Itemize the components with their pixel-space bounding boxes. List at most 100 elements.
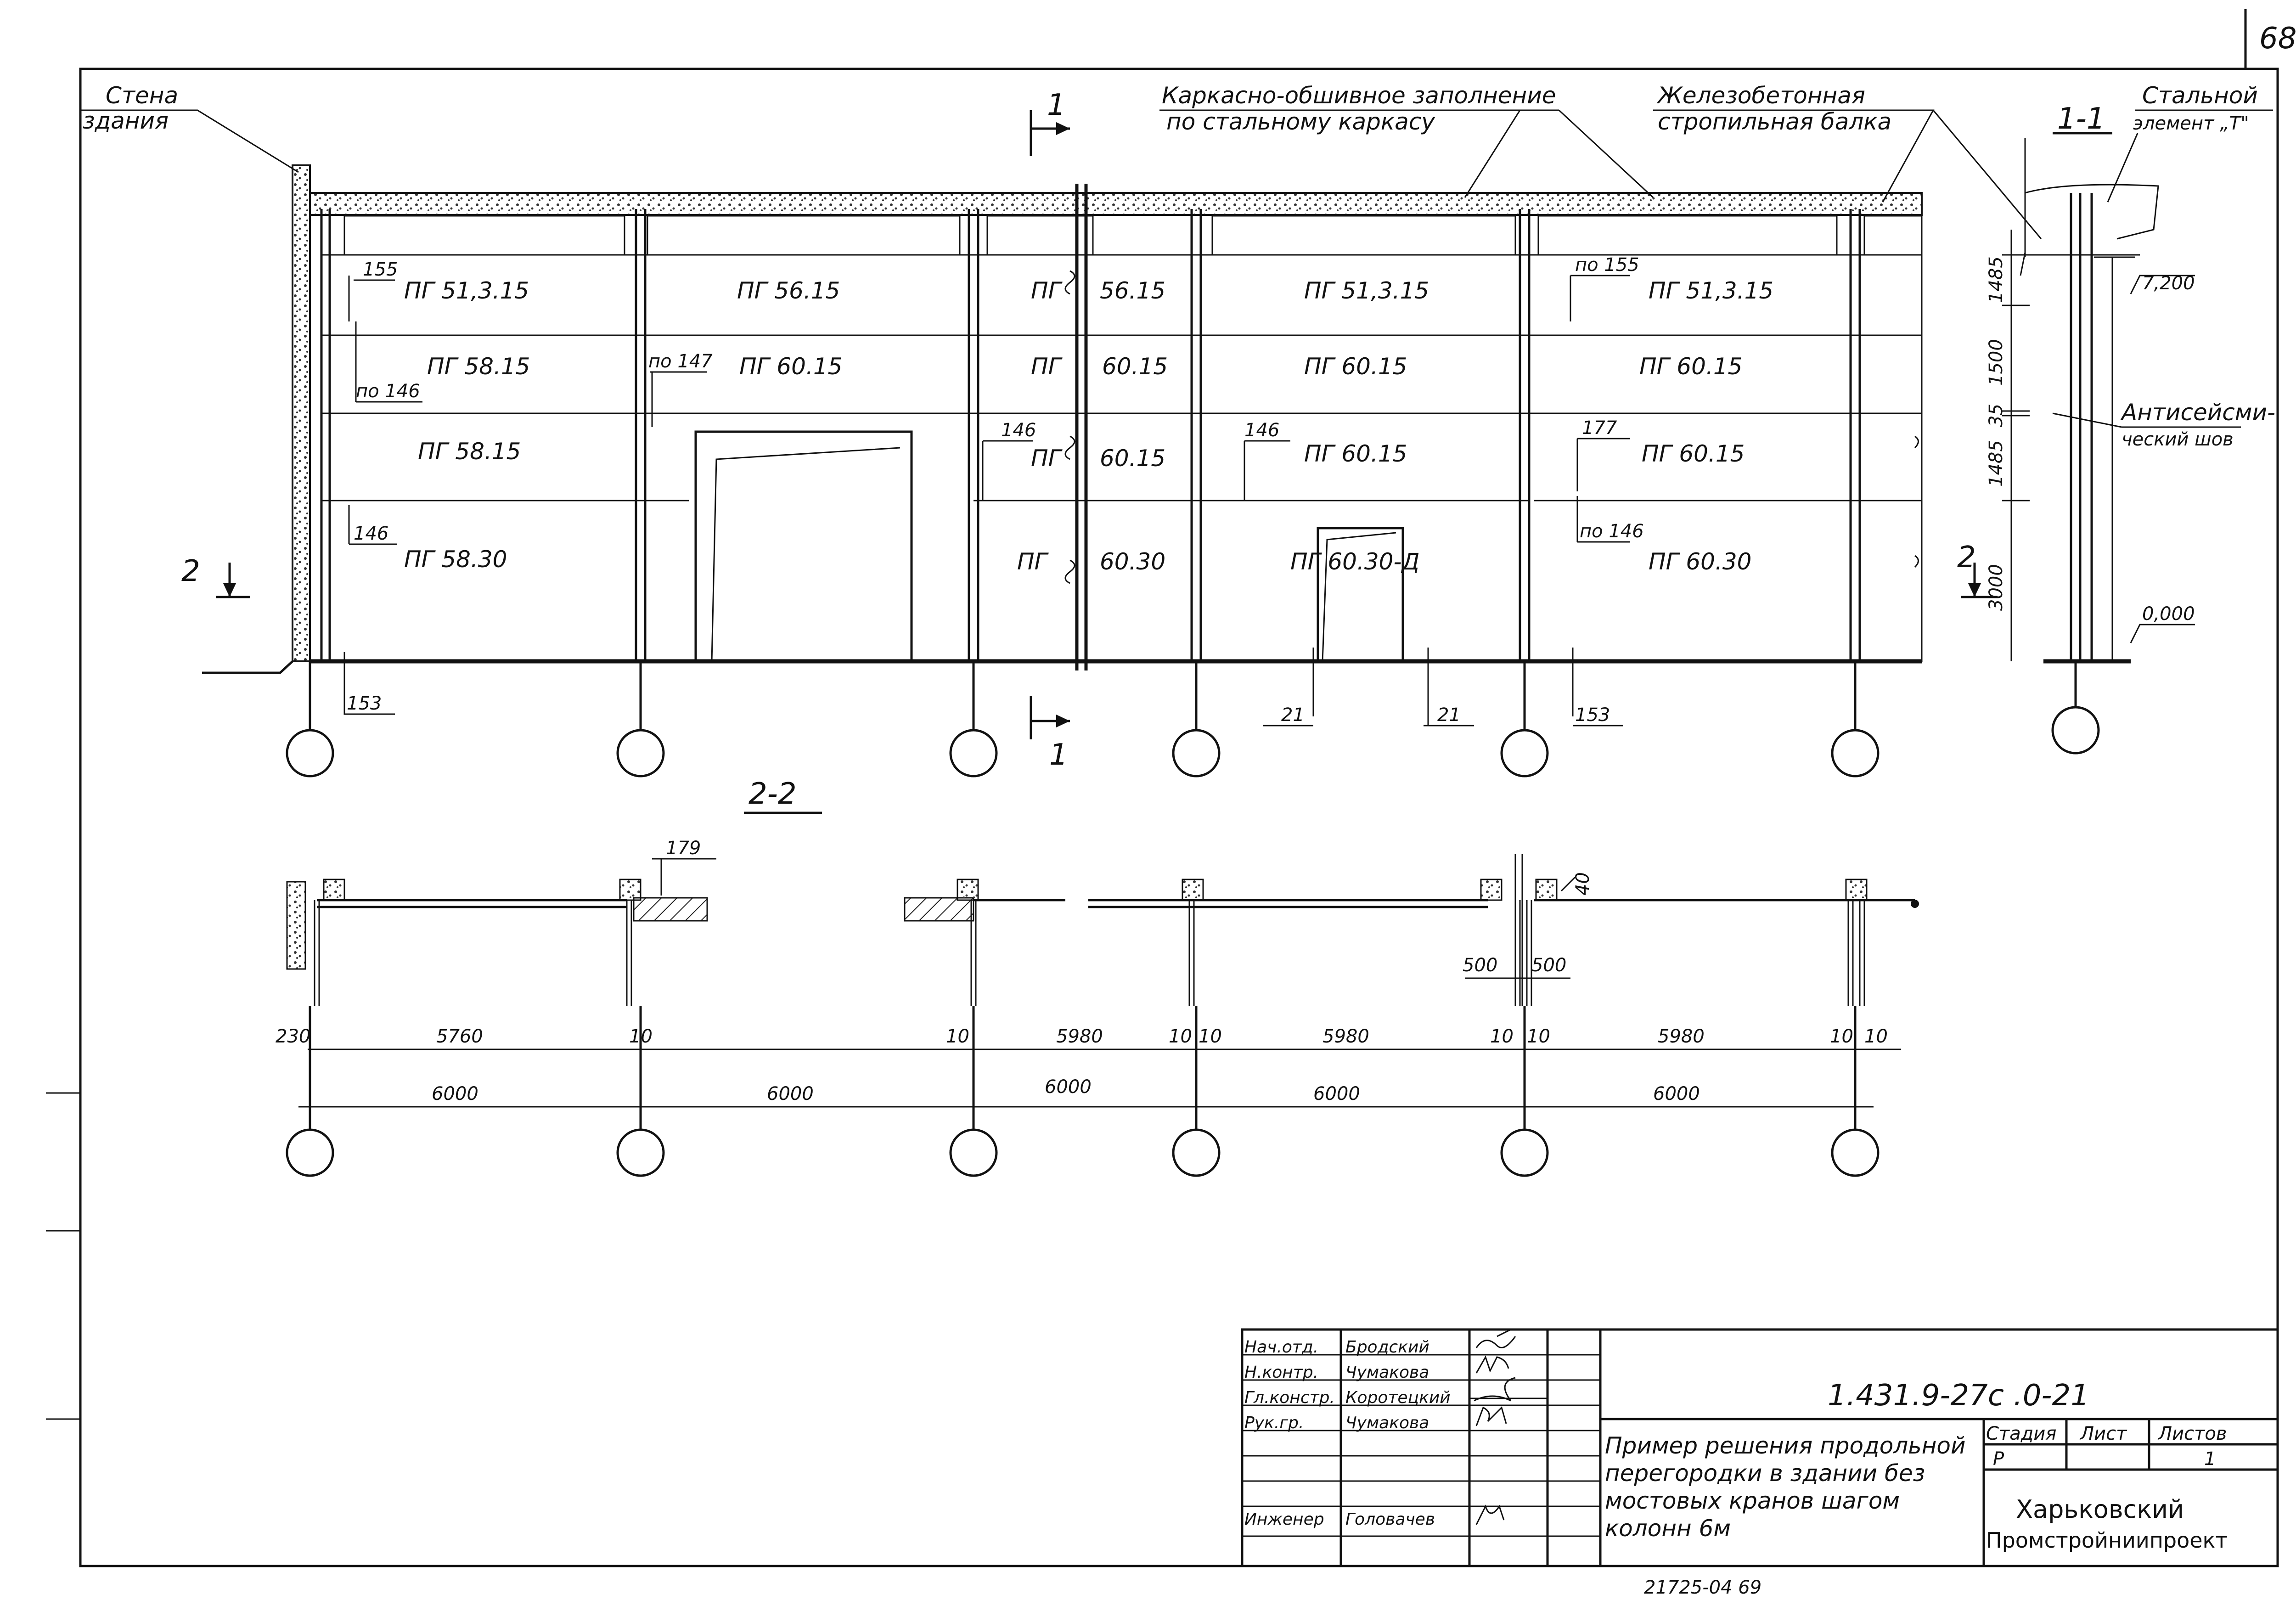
panel-label: ПГ — [1031, 277, 1063, 304]
svg-text:Чумакова: Чумакова — [1345, 1363, 1429, 1382]
section-cut-2: 2 2 — [181, 541, 1998, 598]
panel-label: ПГ 60.15 — [739, 353, 843, 380]
sheet-number: 68 — [2259, 22, 2296, 56]
svg-text:10: 10 — [1199, 1026, 1222, 1047]
stage-table: Стадия Лист Листов Р 1 — [1986, 1423, 2227, 1470]
svg-text:6000: 6000 — [1045, 1076, 1092, 1098]
sheet-frame: 68 — [46, 9, 2296, 1567]
svg-text:Рук.гр.: Рук.гр. — [1244, 1414, 1304, 1432]
svg-text:колонн 6м: колонн 6м — [1605, 1515, 1731, 1542]
panel-label: ПГ 60.15 — [1304, 440, 1407, 467]
svg-text:6000: 6000 — [1313, 1083, 1360, 1104]
dim: 1500 — [1986, 339, 2007, 386]
panel-label: ПГ 60.30-Д — [1290, 548, 1420, 575]
infill-label: Каркасно-обшивное заполнение по стальном… — [1159, 82, 1654, 198]
panel-label: 60.30 — [1100, 548, 1165, 575]
panel-labels: ПГ 51,3.15 ПГ 58.15 ПГ 58.15 ПГ 58.30 ПГ… — [404, 277, 1773, 575]
document-title: Пример решения продольной перегородки в … — [1605, 1432, 1966, 1542]
callout: 153 — [347, 693, 382, 714]
svg-text:Лист: Лист — [2079, 1423, 2127, 1444]
panel-label: ПГ — [1017, 548, 1049, 575]
organization: Харьковский Промстройниипроект — [1986, 1495, 2228, 1553]
svg-text:5980: 5980 — [1056, 1026, 1103, 1047]
callout: 155 — [363, 259, 398, 280]
svg-text:Стена: Стена — [106, 82, 178, 109]
name-column: Бродский Чумакова Коротецкий Чумакова Го… — [1345, 1338, 1451, 1529]
callout: 153 — [1575, 704, 1610, 726]
svg-text:500: 500 — [1463, 955, 1497, 976]
svg-text:перегородки в здании без: перегородки в здании без — [1605, 1460, 1925, 1487]
svg-text:40: 40 — [1572, 872, 1593, 896]
document-code: 1.431.9-27с .0-21 — [1828, 1379, 2089, 1413]
panel-label: ПГ 51,3.15 — [1304, 277, 1429, 304]
panel-label: ПГ 56.15 — [737, 277, 840, 304]
callout: 177 — [1582, 417, 1617, 439]
callout: по 146 — [356, 381, 420, 402]
columns — [320, 184, 1861, 670]
svg-text:Промстройниипроект: Промстройниипроект — [1986, 1528, 2228, 1553]
callouts: 155 по 146 146 153 по 147 146 146 21 21 … — [343, 254, 1644, 727]
svg-text:6000: 6000 — [432, 1083, 478, 1104]
svg-text:10: 10 — [1830, 1026, 1853, 1047]
svg-text:Харьковский: Харьковский — [2016, 1495, 2184, 1524]
svg-text:10: 10 — [1169, 1026, 1192, 1047]
svg-text:5760: 5760 — [436, 1026, 483, 1047]
grid-axes-elevation — [286, 661, 1880, 777]
callout: 146 — [354, 523, 388, 544]
beam-label: Железобетонная стропильная балка — [1653, 82, 2042, 239]
svg-text:2: 2 — [1957, 541, 1976, 575]
section-title: 2-2 — [748, 777, 797, 811]
svg-text:Гл.констр.: Гл.констр. — [1244, 1388, 1335, 1407]
panel-label: ПГ — [1031, 445, 1063, 472]
svg-text:Стадия: Стадия — [1986, 1423, 2056, 1444]
svg-text:Чумакова: Чумакова — [1345, 1414, 1429, 1432]
svg-text:5980: 5980 — [1658, 1026, 1705, 1047]
callout: по 146 — [1580, 521, 1644, 542]
role-column: Нач.отд. Н.контр. Гл.констр. Рук.гр. Инж… — [1244, 1338, 1335, 1529]
svg-text:Коротецкий: Коротецкий — [1345, 1388, 1451, 1407]
svg-text:2: 2 — [181, 554, 200, 588]
title-block: Нач.отд. Н.контр. Гл.констр. Рук.гр. Инж… — [1241, 1328, 2279, 1567]
callout: 146 — [1001, 420, 1036, 441]
panel-label: ПГ 51,3.15 — [1649, 277, 1773, 304]
svg-text:Листов: Листов — [2157, 1423, 2227, 1444]
section-1-1: 1-1 1485 1500 35 1485 3000 7,200 0,000 С… — [1986, 82, 2275, 755]
panel-label: ПГ 60.15 — [1639, 353, 1743, 380]
svg-text:здания: здания — [83, 107, 169, 134]
svg-text:1: 1 — [1047, 88, 1066, 122]
dim: 3000 — [1986, 564, 2007, 611]
svg-text:6000: 6000 — [1653, 1083, 1700, 1104]
svg-text:Нач.отд.: Нач.отд. — [1244, 1338, 1318, 1357]
longitudinal-elevation: ПГ 51,3.15 ПГ 58.15 ПГ 58.15 ПГ 58.30 ПГ… — [80, 82, 2042, 777]
panel-label: 60.15 — [1102, 353, 1168, 380]
level-mark: 0,000 — [2142, 603, 2195, 625]
svg-text:500: 500 — [1531, 955, 1566, 976]
panel-label: ПГ 58.15 — [418, 438, 521, 465]
level-mark: 7,200 — [2142, 273, 2195, 294]
svg-text:ческий шов: ческий шов — [2122, 429, 2234, 450]
svg-text:Инженер: Инженер — [1244, 1510, 1324, 1529]
panel-label: ПГ 58.30 — [404, 546, 507, 573]
roof-beam-band — [309, 192, 1923, 216]
footer-stamp: 21725-04 69 — [1644, 1577, 1761, 1598]
svg-text:10: 10 — [1527, 1026, 1550, 1047]
dim: 35 — [1986, 404, 2007, 427]
wall-label: Стена здания — [80, 82, 299, 173]
svg-text:Железобетонная: Железобетонная — [1656, 82, 1865, 109]
section-cut-1: 1 1 — [1030, 88, 1070, 772]
panel-label: 56.15 — [1100, 277, 1165, 304]
svg-text:10: 10 — [946, 1026, 969, 1047]
svg-text:1: 1 — [2204, 1448, 2216, 1470]
svg-text:1: 1 — [1049, 738, 1068, 772]
svg-text:стропильная балка: стропильная балка — [1658, 108, 1891, 135]
callout: 21 — [1437, 704, 1461, 726]
dims-row1: 230 5760 10 10 5980 10 10 5980 10 10 598… — [276, 1026, 1888, 1047]
panel-label: ПГ 51,3.15 — [404, 277, 529, 304]
svg-text:10: 10 — [1864, 1026, 1888, 1047]
svg-text:Головачев: Головачев — [1345, 1510, 1435, 1529]
svg-text:179: 179 — [666, 838, 701, 859]
panel-label: ПГ 60.30 — [1649, 548, 1752, 575]
signatures — [1469, 1329, 1548, 1525]
dims-row2: 6000 6000 6000 6000 6000 — [432, 1076, 1700, 1104]
